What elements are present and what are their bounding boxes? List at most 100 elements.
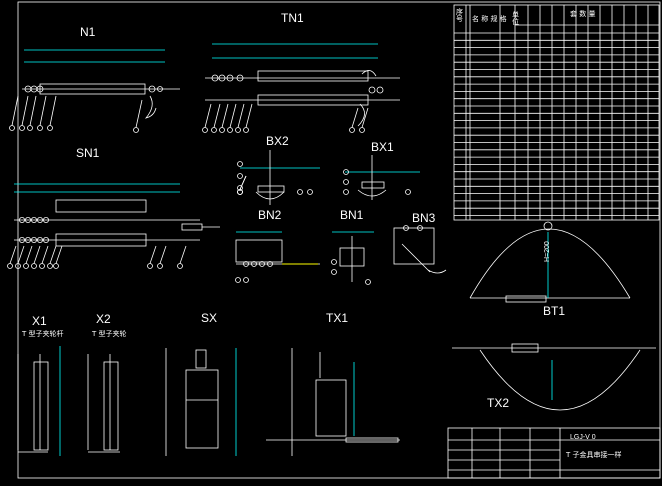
view-label-n1: N1 (80, 25, 96, 39)
bx2-balloon-c (237, 185, 243, 191)
bt1-arch (469, 228, 631, 299)
sn1-fitting-2 (43, 236, 50, 243)
x1-insulator (33, 361, 49, 451)
n1-leader (11, 95, 19, 126)
n1-clamp (144, 95, 157, 119)
tn1-leader (245, 103, 253, 128)
bx2-balloon-b (237, 173, 243, 179)
tn1-end-fitting (368, 86, 376, 94)
tn1-leader (204, 103, 212, 128)
tn1-leader (229, 103, 237, 128)
bt1-top-fitting (543, 221, 553, 231)
sn1-right-leader (179, 245, 187, 264)
sn1-leader (49, 245, 57, 264)
caption-x1: T 型子夹轮杆 (22, 330, 64, 338)
view-label-tn1: TN1 (281, 11, 304, 25)
table-header-name: 名 称 规 格 (472, 15, 507, 23)
sn1-balloon (7, 263, 13, 269)
sn1-balloon (53, 263, 59, 269)
sn1-fitting (24, 216, 31, 223)
sn1-fitting-2 (30, 236, 37, 243)
title-block-drawing-no: LGJ-V 0 (570, 434, 596, 441)
bn2-fitting (267, 261, 273, 267)
sn1-balloon (31, 263, 37, 269)
sn1-fitting-2 (24, 236, 31, 243)
sn1-leader (55, 245, 63, 264)
sn1-fitting (37, 216, 44, 223)
view-label-bn1: BN1 (340, 208, 364, 222)
title-block-title: T 子金具串接一样 (566, 451, 622, 459)
table-header-unit: 单位 (512, 11, 519, 26)
sn1-right-balloon (157, 263, 163, 269)
tn1-balloon (219, 127, 225, 133)
bx2-balloon-r (297, 189, 303, 195)
tn1-yoke (361, 70, 377, 77)
tn1-end-fitting (376, 86, 384, 94)
table-header-qty: 套 数 量 (570, 10, 596, 18)
bx2-clamp (255, 191, 285, 200)
bn1-balloon-r (365, 279, 371, 285)
sn1-fitting (18, 216, 25, 223)
sx-frame (185, 369, 219, 449)
sn1-leader (33, 245, 41, 264)
bn2-fitting (259, 261, 265, 267)
sn1-leader (25, 245, 33, 264)
sn1-balloon (47, 263, 53, 269)
sn1-right-balloon (147, 263, 153, 269)
sn1-insulator-top (55, 199, 147, 213)
sn1-leader (17, 245, 25, 264)
bx2-balloon-r2 (307, 189, 313, 195)
bn3-balloon (403, 225, 409, 231)
tn1-fitting (226, 74, 234, 82)
view-label-tx1: TX1 (326, 311, 349, 325)
sn1-fitting (30, 216, 37, 223)
n1-leader (39, 95, 47, 126)
table-header-seq: 序号 (456, 8, 463, 23)
n1-balloon (19, 125, 25, 131)
bom-table-frame (453, 4, 660, 221)
bn2-fitting (243, 261, 249, 267)
view-label-sx: SX (201, 311, 218, 325)
tx1-base-plate (345, 437, 399, 443)
view-label-sn1: SN1 (76, 146, 100, 160)
sn1-fitting-2 (18, 236, 25, 243)
bx1-balloon-c (343, 189, 349, 195)
title-block-frame (447, 427, 661, 479)
bn3-diagonal (401, 243, 431, 273)
tn1-fitting (211, 74, 219, 82)
view-label-tx2: TX2 (487, 396, 510, 410)
bx2-balloon-a (237, 161, 243, 167)
n1-balloon (9, 125, 15, 131)
n1-leader (21, 95, 29, 126)
n1-leader (49, 95, 57, 126)
tn1-balloon (227, 127, 233, 133)
tn1-balloon (211, 127, 217, 133)
tx2-arch (479, 349, 641, 411)
sn1-leader (41, 245, 49, 264)
n1-balloon (37, 125, 43, 131)
sn1-end-clamp (181, 223, 203, 231)
tn1-balloon (202, 127, 208, 133)
tn1-leader (221, 103, 229, 128)
view-label-bx2: BX2 (266, 134, 289, 148)
tn1-balloon (235, 127, 241, 133)
sn1-right-leader (159, 245, 167, 264)
bx2-yoke (257, 185, 285, 193)
tx2-fitting (511, 343, 539, 353)
bx1-balloon-b (343, 179, 349, 185)
bn3-frame (393, 227, 435, 265)
n1-balloon (27, 125, 33, 131)
bn1-balloon (331, 259, 337, 265)
bt1-height-dimension: H=200 (544, 241, 551, 262)
bx1-balloon-a (343, 169, 349, 175)
n1-end-fitting (148, 85, 156, 93)
tn1-clamp (357, 103, 365, 127)
sn1-balloon (39, 263, 45, 269)
n1-fitting (36, 85, 44, 93)
view-label-bt1: BT1 (543, 304, 566, 318)
bx1-clamp (357, 189, 387, 197)
n1-leader (29, 95, 37, 126)
view-label-bn3: BN3 (412, 211, 436, 225)
